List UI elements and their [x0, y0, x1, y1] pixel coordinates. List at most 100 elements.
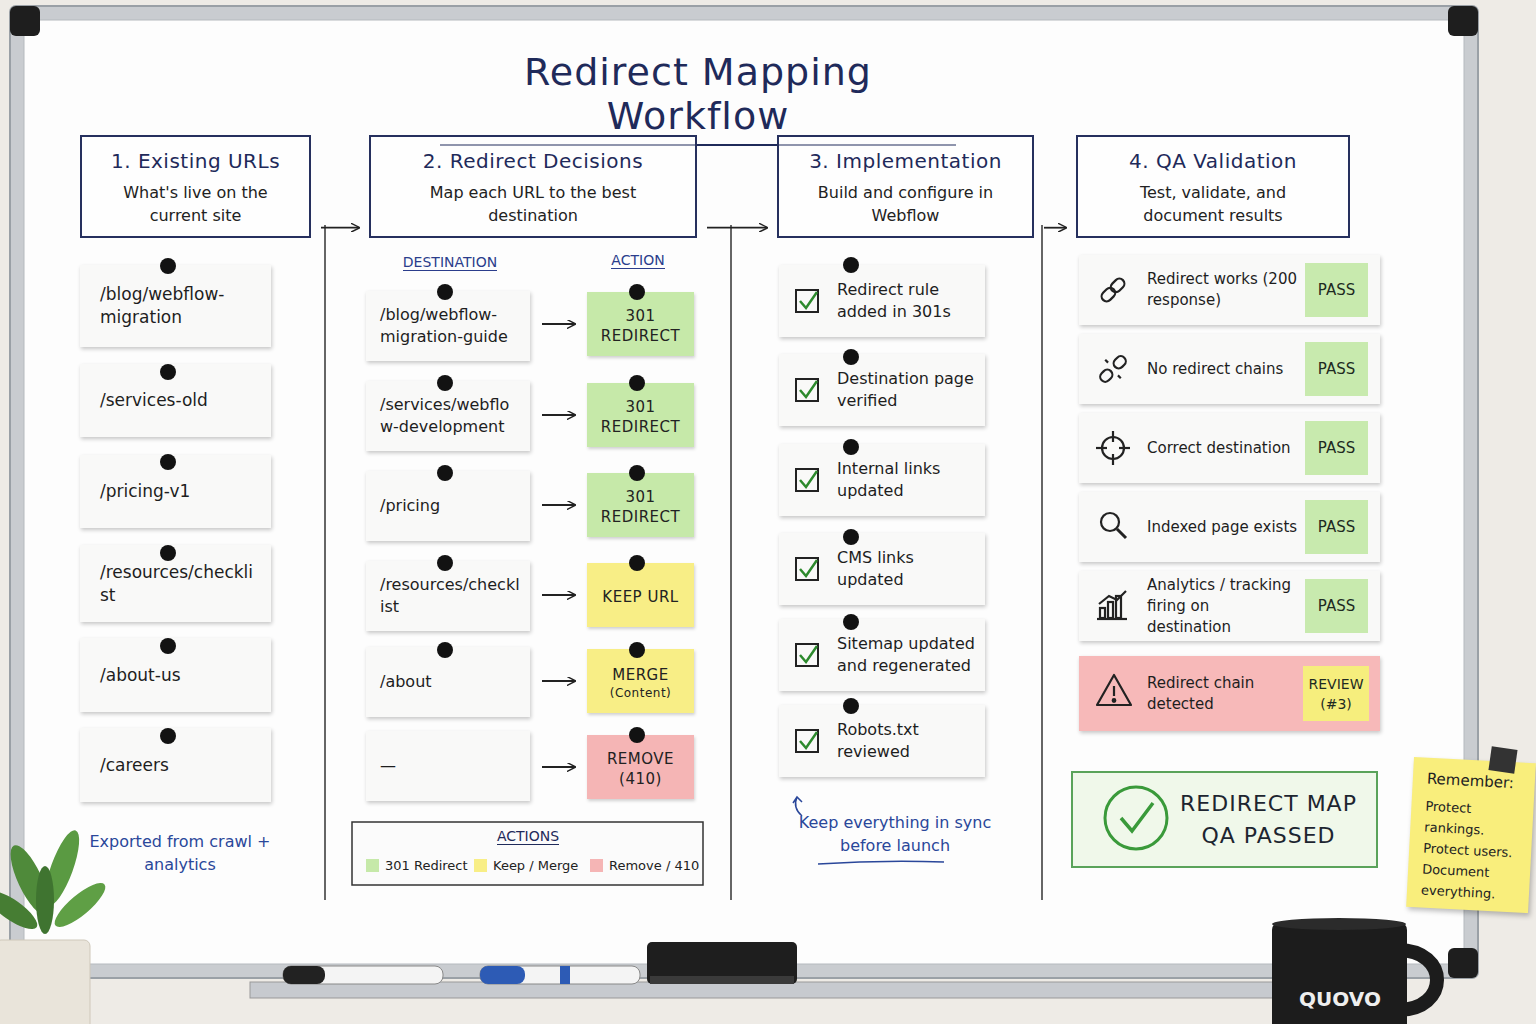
- check-mark: [800, 646, 817, 662]
- node-text: /pricing-v1: [100, 480, 257, 503]
- node-text: 2. Redirect Decisions: [391, 149, 675, 173]
- target-tick: [1112, 431, 1114, 442]
- qa-icons: [1093, 277, 1133, 705]
- pin: [629, 555, 645, 571]
- node-subtext: Build and configure in Webflow: [799, 181, 1012, 227]
- node-text: 301 REDIRECT: [593, 487, 688, 527]
- plant-leaf: [49, 877, 111, 933]
- target-ring: [1102, 437, 1124, 459]
- link-loop: [1109, 277, 1127, 295]
- column-header: 1. Existing URLsWhat's live on the curre…: [80, 135, 311, 238]
- plant-pot: [0, 940, 90, 1024]
- node-text: /pricing: [380, 495, 520, 517]
- chart-axis: [1097, 618, 1127, 620]
- qa-check-card: Correct destination PASS: [1079, 413, 1380, 483]
- flow-arrow: [542, 594, 575, 596]
- node-subtext: (Content): [593, 685, 688, 701]
- lens-handle: [1117, 529, 1126, 538]
- checklist-card: CMS links updated: [779, 533, 985, 605]
- destination-card: /blog/webflow-migration-guide: [366, 291, 530, 361]
- pin: [843, 614, 859, 630]
- flow-arrow: [1044, 227, 1066, 229]
- source-note: Exported from crawl + analytics: [90, 832, 271, 874]
- column-header: 2. Redirect DecisionsMap each URL to the…: [369, 135, 697, 238]
- check-mark: [800, 732, 817, 748]
- node-text: REVIEW (#3): [1305, 674, 1367, 714]
- check-mark: [800, 560, 817, 576]
- pin: [160, 364, 176, 380]
- node-subtext: What's live on the current site: [102, 181, 289, 227]
- node-subtext: Test, validate, and document results: [1098, 181, 1328, 227]
- tape: [1488, 746, 1517, 773]
- node-text: Robots.txt reviewed: [837, 719, 975, 763]
- check-mark: [800, 292, 817, 308]
- flow-arrow: [542, 504, 575, 506]
- node-text: 3. Implementation: [799, 149, 1012, 173]
- action-tag: 301 REDIRECT: [587, 383, 694, 447]
- pin: [160, 258, 176, 274]
- legend-swatch: [366, 859, 379, 872]
- blue-marker: [480, 966, 640, 984]
- node-text: PASS: [1307, 517, 1366, 537]
- target-tick: [1096, 447, 1107, 449]
- url-card: /resources/checklist: [80, 545, 271, 622]
- status-badge: PASS: [1305, 421, 1368, 475]
- lens: [1101, 513, 1119, 531]
- node-text: Remember:: [1426, 770, 1525, 793]
- pin: [437, 465, 453, 481]
- chart-bar: [1116, 596, 1121, 618]
- checkbox: [796, 379, 818, 401]
- pin: [437, 642, 453, 658]
- node-text: PASS: [1307, 438, 1366, 458]
- legend-item: Remove / 410: [590, 858, 699, 873]
- eraser: [647, 942, 797, 984]
- node-text: 1. Existing URLs: [102, 149, 289, 173]
- node-text: Redirect rule added in 301s: [837, 279, 975, 323]
- destination-card: /resources/checklist: [366, 561, 530, 631]
- pin: [843, 698, 859, 714]
- broken-link-icon: [1093, 349, 1133, 389]
- pin: [843, 439, 859, 455]
- link-loop: [1100, 286, 1118, 304]
- node-subtext: Map each URL to the best destination: [391, 181, 675, 227]
- action-tag: 301 REDIRECT: [587, 473, 694, 537]
- connectors: [321, 228, 1066, 767]
- note-arrow: [793, 797, 802, 816]
- mug-brand: QUOVO: [1299, 987, 1381, 1011]
- destination-card: /about: [366, 647, 530, 717]
- result-box: REDIRECT MAP QA PASSED: [1071, 771, 1378, 868]
- status-badge: PASS: [1305, 342, 1368, 396]
- node-text: /services/webflow-development: [380, 394, 520, 438]
- checklist-card: Destination page verified: [779, 354, 985, 426]
- checklist-card: Sitemap updated and regenerated: [779, 619, 985, 691]
- url-card: /pricing-v1: [80, 455, 271, 528]
- marker-cap: [283, 966, 325, 984]
- node-text: Destination page verified: [837, 368, 975, 412]
- node-text: 301 REDIRECT: [593, 306, 688, 346]
- node-text: /blog/webflow-migration-guide: [380, 304, 520, 348]
- mug-rim: [1272, 918, 1406, 930]
- pin: [437, 555, 453, 571]
- column-divider: [730, 225, 732, 900]
- link-icon: [1100, 277, 1127, 304]
- frame-corner: [1448, 948, 1478, 978]
- legend-label: Keep / Merge: [493, 858, 578, 873]
- legend-label: 301 Redirect: [385, 858, 468, 873]
- url-card: /services-old: [80, 364, 271, 437]
- node-text: Correct destination: [1147, 438, 1298, 459]
- node-text: REDIRECT MAP QA PASSED: [1173, 788, 1364, 852]
- board-surface: [24, 20, 1464, 964]
- column-label: ACTION: [611, 252, 664, 269]
- node-subtext: Protect rankings. Protect users. Documen…: [1421, 796, 1524, 906]
- pin: [160, 454, 176, 470]
- flow-arrow: [542, 680, 575, 682]
- legend-swatch: [590, 859, 603, 872]
- search-icon: [1101, 513, 1126, 538]
- sync-note: Keep everything in sync before launch: [799, 813, 991, 855]
- node-text: PASS: [1307, 280, 1366, 300]
- pin: [629, 465, 645, 481]
- chart-trend: [1099, 591, 1126, 604]
- node-text: Analytics / tracking firing on destinati…: [1147, 575, 1298, 638]
